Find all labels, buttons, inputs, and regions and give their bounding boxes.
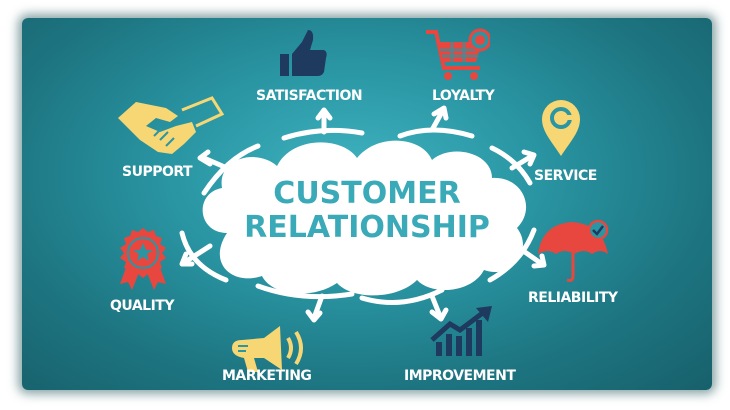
cloud-and-arrows — [179, 105, 547, 323]
label-support: SUPPORT — [122, 164, 193, 180]
label-quality: QUALITY — [110, 298, 175, 314]
center-title: CUSTOMER RELATIONSHIP — [222, 176, 512, 266]
handshake-icon — [118, 96, 224, 154]
umbrella-check-icon — [538, 219, 609, 282]
award-ribbon-icon — [120, 228, 166, 290]
shopping-cart-icon — [426, 28, 490, 80]
label-marketing: MARKETING — [222, 368, 312, 384]
label-reliability: RELIABILITY — [528, 290, 618, 306]
thumbs-up-icon — [280, 30, 327, 76]
growth-chart-icon — [430, 306, 492, 356]
label-service: SERVICE — [534, 168, 597, 184]
location-pin-wrench-icon — [542, 100, 580, 156]
label-improvement: IMPROVEMENT — [404, 368, 516, 384]
diagram-canvas: CUSTOMER RELATIONSHIP SATISFACTION LOYAL… — [22, 18, 712, 390]
megaphone-icon — [232, 326, 303, 372]
label-loyalty: LOYALTY — [432, 88, 495, 104]
label-satisfaction: SATISFACTION — [256, 88, 363, 104]
center-title-line1: CUSTOMER — [273, 176, 461, 211]
center-title-line2: RELATIONSHIP — [244, 210, 490, 245]
